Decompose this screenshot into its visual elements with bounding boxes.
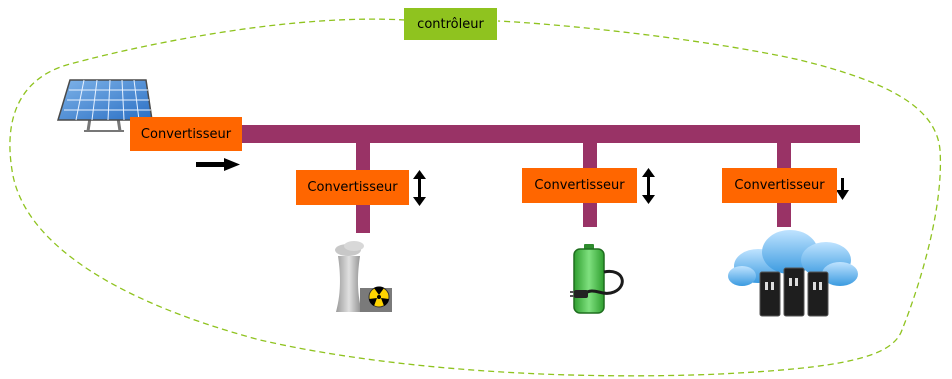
down-arrow-icon bbox=[836, 178, 849, 200]
controller-boundary bbox=[9, 18, 942, 377]
cloud-servers-icon bbox=[728, 230, 858, 317]
converter-solar: Convertisseur bbox=[130, 117, 242, 151]
double-arrow-icon bbox=[642, 168, 655, 204]
converter-battery: Convertisseur bbox=[522, 168, 637, 203]
double-arrow-icon bbox=[413, 170, 426, 206]
converter-nuclear: Convertisseur bbox=[296, 170, 409, 205]
battery-plug-icon bbox=[570, 244, 624, 314]
nuclear-plant-icon bbox=[335, 241, 392, 312]
controller-label: contrôleur bbox=[404, 8, 497, 40]
converter-cloud: Convertisseur bbox=[722, 168, 837, 203]
arrow-right-icon bbox=[196, 158, 240, 171]
bus-bar bbox=[180, 125, 860, 143]
